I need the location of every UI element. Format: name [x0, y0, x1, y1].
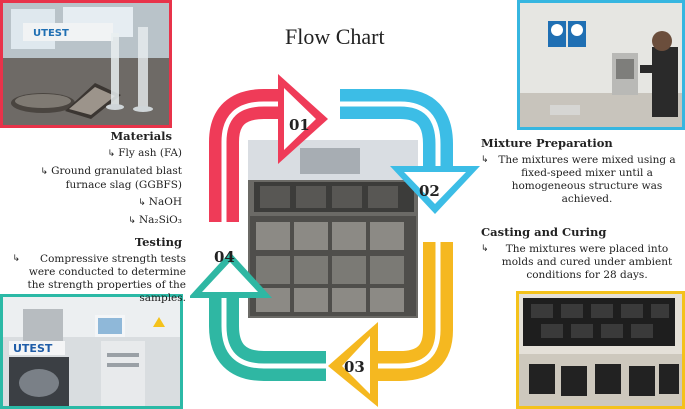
material-item: ↳Fly ash (FA) [107, 147, 182, 159]
casting-text: The mixtures were placed into molds and … [501, 243, 673, 281]
testing-photo: UTEST [0, 294, 183, 409]
page-title: Flow Chart [285, 24, 385, 49]
testing-text: Compressive strength tests were conducte… [27, 253, 186, 304]
bullet-arrow-icon: ↳ [138, 198, 146, 208]
step-03-arrow [328, 242, 453, 407]
step-01-arrow [209, 74, 328, 222]
casting-heading: Casting and Curing [481, 225, 607, 239]
bullet-arrow-icon: ↳ [128, 216, 136, 226]
utest-logo: UTEST [33, 28, 69, 39]
step-02-label: 02 [419, 182, 440, 200]
bullet-arrow-icon: ↳ [107, 149, 116, 159]
mixture-section: Mixture Preparation ↳ The mixtures were … [481, 137, 681, 206]
testing-heading: Testing [134, 235, 182, 249]
step-04-arrow [190, 252, 326, 381]
specimens-photo [248, 140, 418, 318]
materials-heading: Materials [110, 129, 172, 143]
casting-section: Casting and Curing ↳ The mixtures were p… [481, 226, 681, 282]
mixer-photo [517, 0, 685, 130]
bullet-arrow-icon: ↳ [12, 254, 20, 264]
utest-logo: UTEST [13, 342, 53, 355]
materials-section: Materials ↳Fly ash (FA) ↳Ground granulat… [10, 130, 182, 232]
testing-section: Testing ↳ Compressive strength tests wer… [8, 236, 186, 305]
process-cycle-diagram: 01 02 03 04 [190, 74, 480, 407]
mixture-heading: Mixture Preparation [481, 136, 613, 150]
material-item: ↳NaOH [138, 196, 182, 208]
step-01-label: 01 [289, 116, 310, 134]
bullet-arrow-icon: ↳ [481, 244, 489, 254]
bullet-arrow-icon: ↳ [481, 155, 489, 165]
material-item: ↳Ground granulated blast furnace slag (G… [40, 165, 182, 191]
step-03-label: 03 [344, 358, 365, 376]
step-04-label: 04 [214, 248, 235, 266]
bullet-arrow-icon: ↳ [40, 167, 49, 177]
mixture-text: The mixtures were mixed using a fixed-sp… [498, 154, 676, 205]
molds-photo [516, 291, 685, 409]
material-item: ↳Na₂SiO₃ [128, 214, 182, 226]
step-02-arrow [340, 89, 480, 214]
materials-photo: UTEST [0, 0, 172, 128]
